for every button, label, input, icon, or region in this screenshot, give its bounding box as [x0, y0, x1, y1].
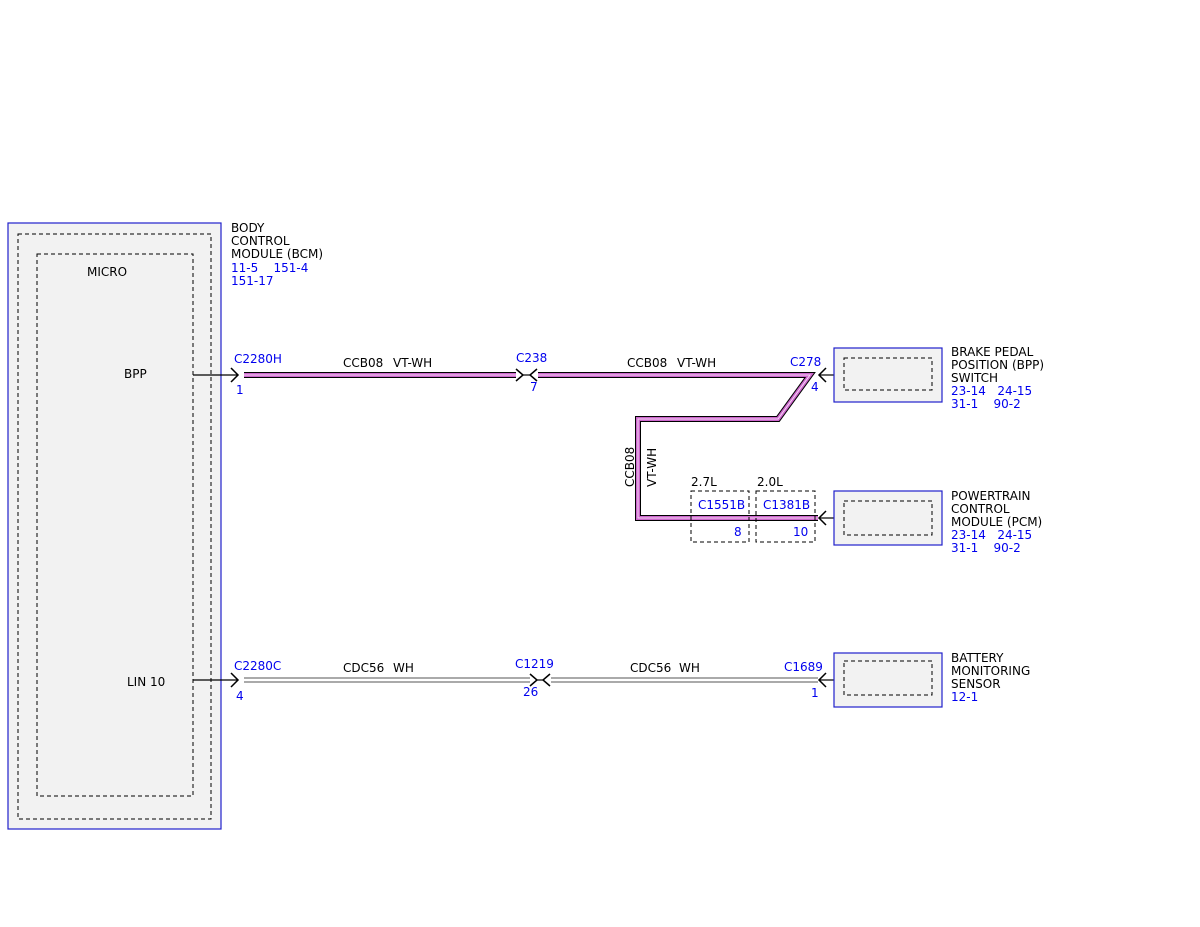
c2280h-connector-label: C2280H — [234, 352, 282, 366]
c2280h-pin-number: 1 — [236, 383, 244, 397]
battery-sensor-component — [833, 652, 943, 708]
c1551b-pin-number: 8 — [734, 525, 742, 539]
bcm-pin-lin-label: LIN 10 — [127, 675, 165, 689]
bpp-wire-outline — [244, 372, 818, 521]
bpp-switch-title-line3: SWITCH — [951, 371, 998, 385]
battery-sensor-title-line1: BATTERY — [951, 651, 1004, 665]
bcm-title-line2: CONTROL — [231, 234, 290, 248]
bcm-outline — [7, 222, 222, 830]
c1219-female-arrow — [541, 673, 551, 687]
bpp-wire-fill — [244, 373, 818, 520]
bcm-refs-line2: 151-17 — [231, 274, 274, 288]
bcm-inner-outline — [17, 233, 212, 820]
variant-20l-label: 2.0L — [757, 475, 783, 489]
pcm-title-line2: CONTROL — [951, 502, 1010, 516]
bpp-switch-inner — [843, 357, 933, 391]
c2280c-pin-number: 4 — [236, 689, 244, 703]
bcm-title-line3: MODULE (BCM) — [231, 247, 323, 261]
bcm-pin-bpp-label: BPP — [124, 367, 147, 381]
bpp-switch-component — [833, 347, 943, 403]
vert-circuit-label: CCB08 — [623, 447, 637, 487]
c2280c-connector-label: C2280C — [234, 659, 281, 673]
c238-pin-number: 7 — [530, 380, 538, 394]
bpp-circuit-wire — [193, 372, 818, 521]
c2280c-pin-arrow — [230, 672, 240, 688]
lin-seg2-circuit-label: CDC56 — [630, 661, 671, 675]
c1551b-connector-label: C1551B — [698, 498, 745, 512]
pcm-title-line3: MODULE (PCM) — [951, 515, 1042, 529]
lin-seg1-circuit-label: CDC56 — [343, 661, 384, 675]
lin-seg2-color-label: WH — [679, 661, 700, 675]
bpp-switch-refs-line2: 31-1 90-2 — [951, 397, 1021, 411]
bpp-switch-title-line1: BRAKE PEDAL — [951, 345, 1034, 359]
micro-label: MICRO — [87, 265, 127, 279]
micro-outline — [36, 253, 194, 797]
battery-sensor-inner — [843, 660, 933, 696]
pcm-refs-line1: 23-14 24-15 — [951, 528, 1032, 542]
bpp-wire-highlight — [244, 374, 818, 519]
vert-color-label: VT-WH — [645, 448, 659, 487]
lin-seg1-color-label: WH — [393, 661, 414, 675]
pcm-title-line1: POWERTRAIN — [951, 489, 1031, 503]
seg2-circuit-label: CCB08 — [627, 356, 667, 370]
seg2-color-label: VT-WH — [677, 356, 716, 370]
bcm-refs-line1: 11-5 151-4 — [231, 261, 308, 275]
c1219-connector-label: C1219 — [515, 657, 554, 671]
pcm-inner — [843, 500, 933, 536]
bcm-module: MICRO BPP LIN 10 — [7, 222, 222, 830]
c238-male-arrow — [515, 368, 525, 382]
c278-pin-number: 4 — [811, 380, 819, 394]
c238-connector-label: C238 — [516, 351, 547, 365]
c1689-connector-label: C1689 — [784, 660, 823, 674]
pcm-refs-line2: 31-1 90-2 — [951, 541, 1021, 555]
c1381b-pin-number: 10 — [793, 525, 808, 539]
bpp-switch-title-line2: POSITION (BPP) — [951, 358, 1044, 372]
c278-connector-label: C278 — [790, 355, 821, 369]
variant-27l-label: 2.7L — [691, 475, 717, 489]
bpp-switch-refs-line1: 23-14 24-15 — [951, 384, 1032, 398]
c1219-pin-number: 26 — [523, 685, 538, 699]
seg1-circuit-label: CCB08 — [343, 356, 383, 370]
c1381b-connector-box — [755, 490, 816, 543]
pcm-component — [833, 490, 943, 546]
c1689-pin-number: 1 — [811, 686, 819, 700]
battery-sensor-refs-line1: 12-1 — [951, 690, 978, 704]
c2280h-pin-arrow — [230, 367, 240, 383]
seg1-color-label: VT-WH — [393, 356, 432, 370]
battery-sensor-title-line2: MONITORING — [951, 664, 1030, 678]
c1381b-connector-label: C1381B — [763, 498, 810, 512]
c1551b-connector-box — [690, 490, 750, 543]
battery-sensor-title-line3: SENSOR — [951, 677, 1001, 691]
bcm-title-line1: BODY — [231, 221, 265, 235]
